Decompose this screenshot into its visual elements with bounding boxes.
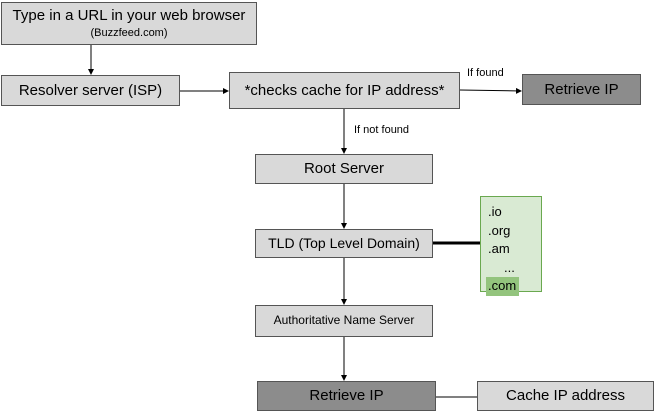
url-entry-subtitle: (Buzzfeed.com) bbox=[90, 27, 168, 40]
root-server-label: Root Server bbox=[303, 160, 385, 178]
tld-list-item: .io bbox=[488, 204, 502, 219]
retrieve-ip-bottom-label: Retrieve IP bbox=[309, 387, 384, 405]
tld-list-ellipsis: ... bbox=[504, 259, 515, 275]
authoritative-name-server-box: Authoritative Name Server bbox=[255, 305, 433, 337]
cache-check-label: *checks cache for IP address* bbox=[244, 81, 445, 99]
root-server-box: Root Server bbox=[255, 154, 433, 184]
tld-label: TLD (Top Level Domain) bbox=[268, 235, 420, 252]
cache-check-box: *checks cache for IP address* bbox=[229, 72, 460, 109]
tld-list-panel: .io .org .am ... .com bbox=[480, 196, 542, 296]
tld-list-item: .am bbox=[488, 241, 510, 256]
tld-box: TLD (Top Level Domain) bbox=[255, 229, 433, 258]
url-entry-box: Type in a URL in your web browser (Buzzf… bbox=[1, 2, 257, 45]
retrieve-ip-top-label: Retrieve IP bbox=[544, 80, 619, 98]
if-not-found-label: If not found bbox=[354, 124, 410, 136]
retrieve-ip-top-box: Retrieve IP bbox=[522, 74, 641, 105]
resolver-server-box: Resolver server (ISP) bbox=[1, 75, 180, 106]
if-found-label: If found bbox=[467, 67, 504, 79]
tld-list-item: .org bbox=[488, 222, 511, 238]
cache-ip-address-box: Cache IP address bbox=[477, 381, 654, 411]
retrieve-ip-bottom-box: Retrieve IP bbox=[257, 381, 436, 411]
authoritative-name-server-label: Authoritative Name Server bbox=[273, 313, 415, 328]
url-entry-title: Type in a URL in your web browser bbox=[12, 7, 246, 25]
tld-list-item-highlighted: .com bbox=[486, 277, 520, 296]
cache-ip-address-label: Cache IP address bbox=[506, 387, 625, 405]
arrow-cache-to-retrieve bbox=[459, 87, 522, 94]
resolver-server-label: Resolver server (ISP) bbox=[18, 81, 163, 99]
